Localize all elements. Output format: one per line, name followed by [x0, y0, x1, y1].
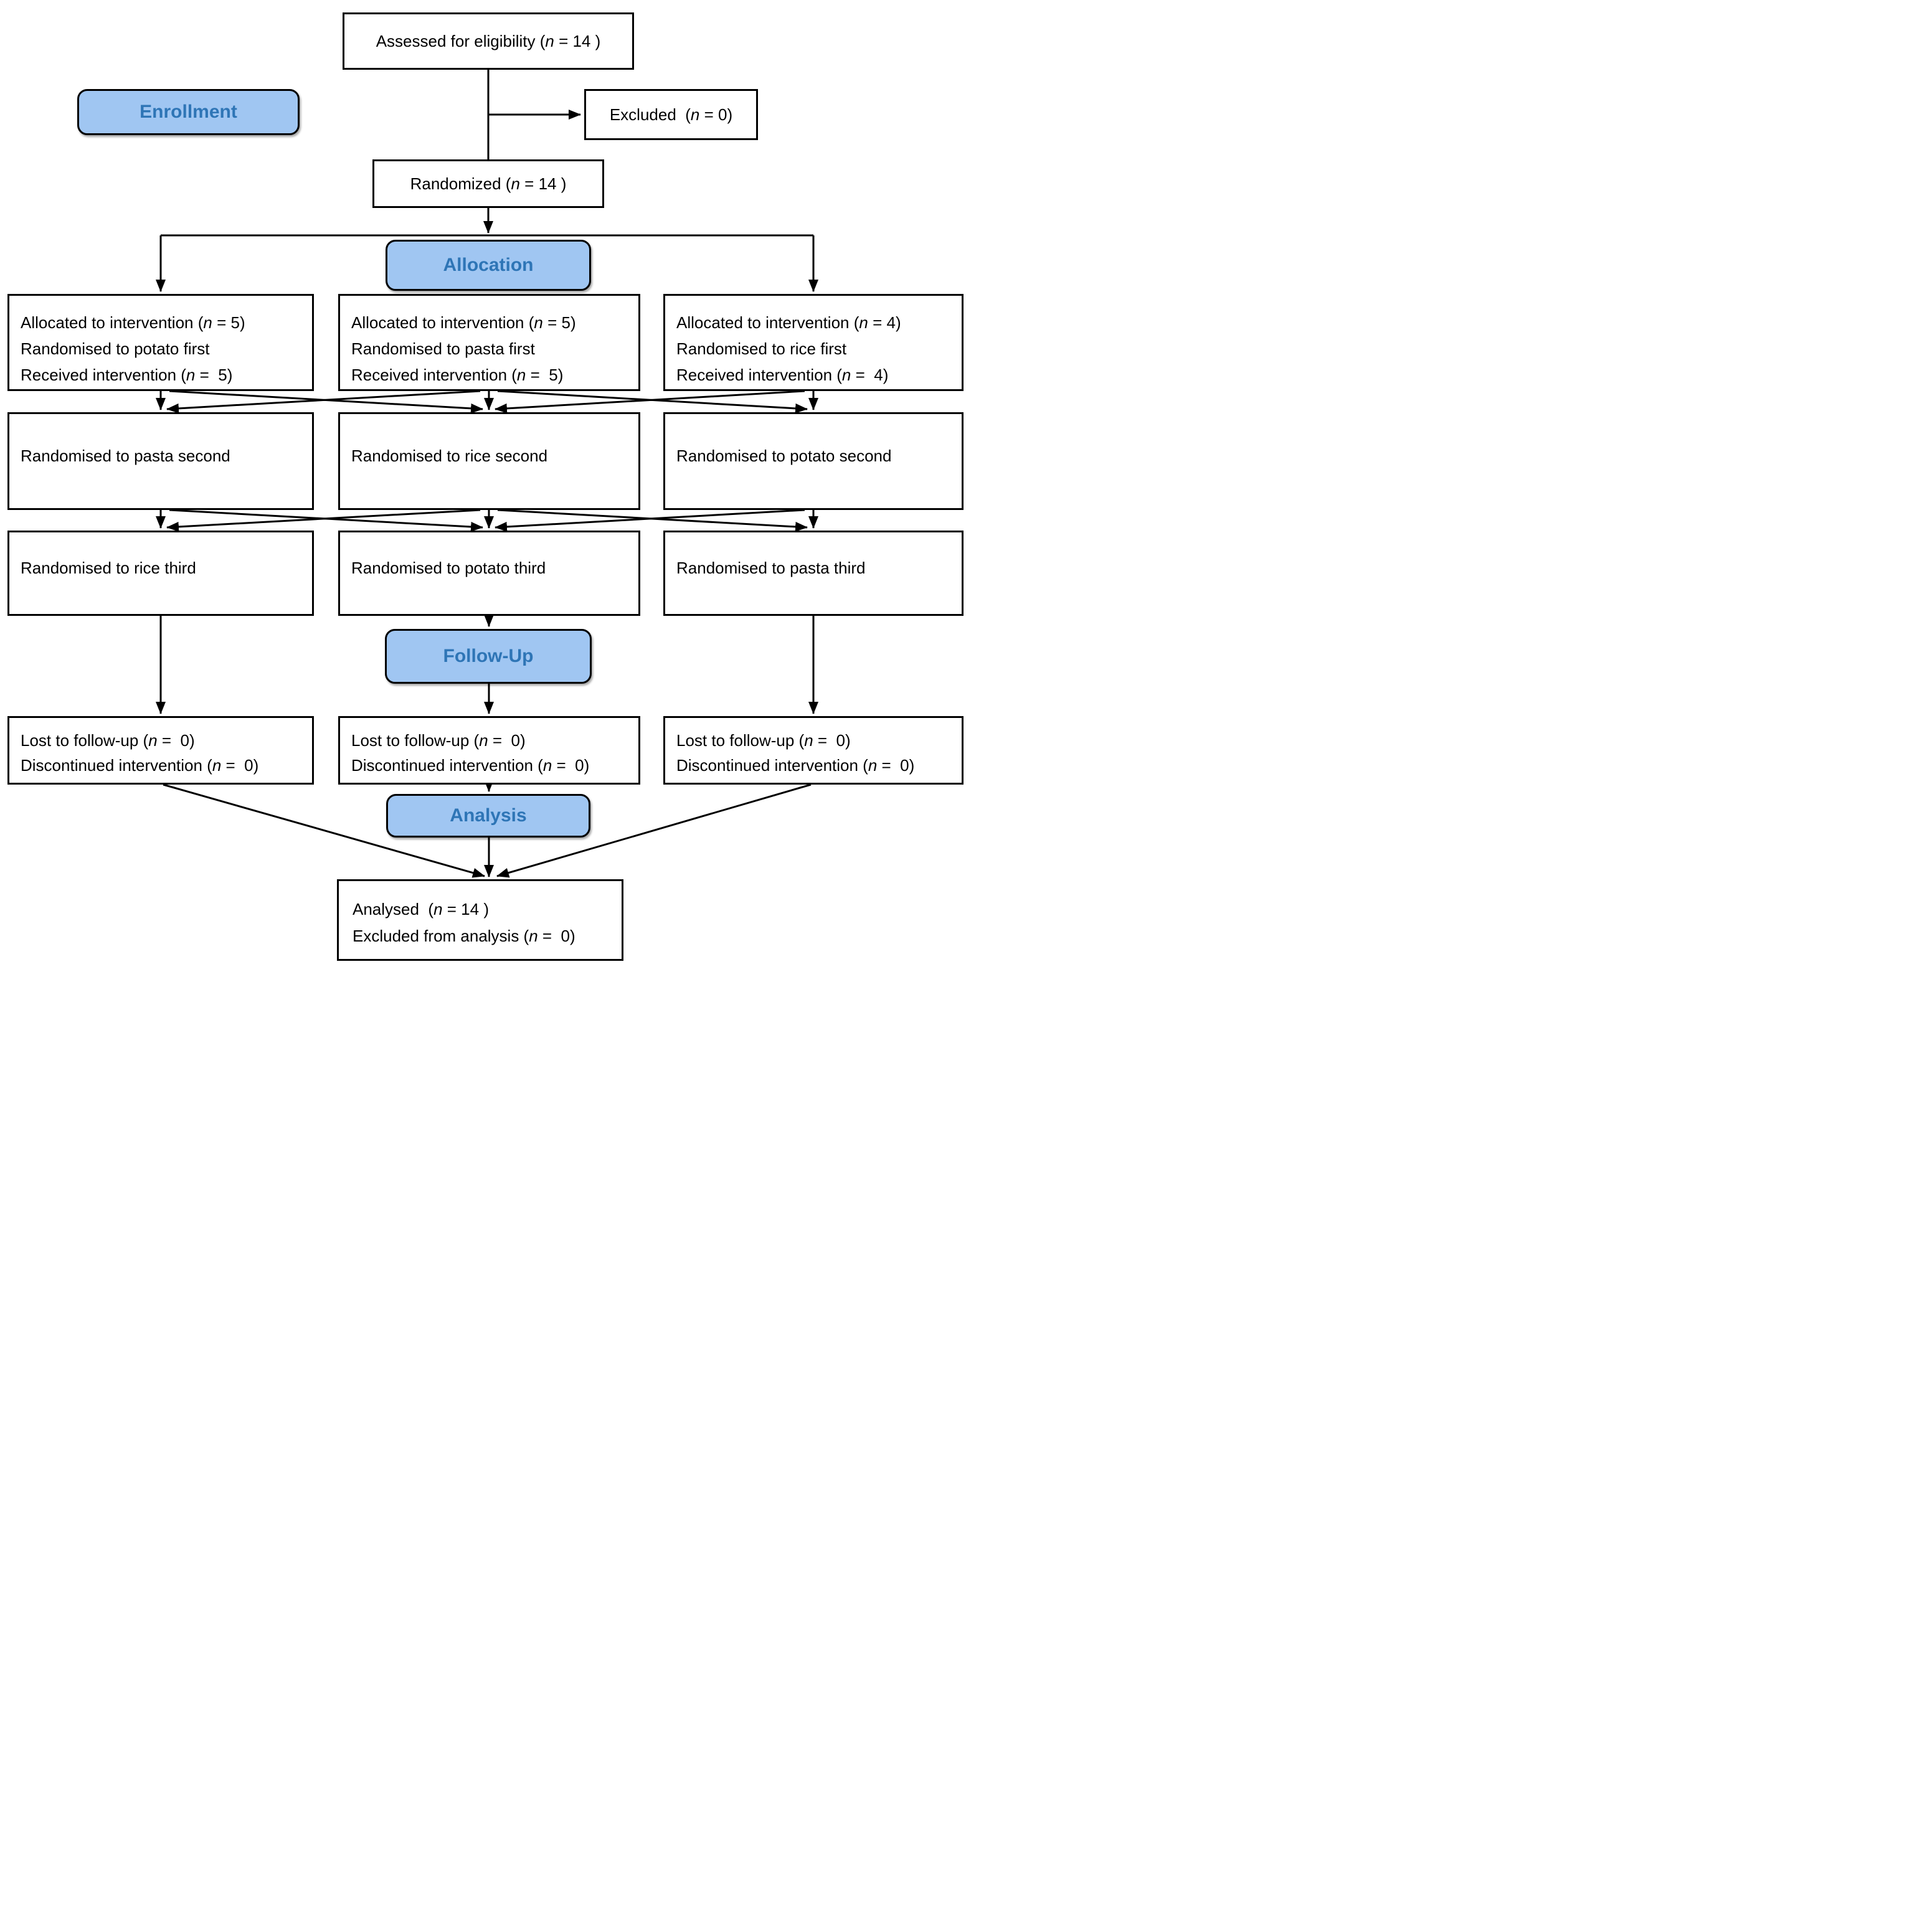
arrow-col3-to-col2-third	[495, 509, 805, 532]
assessed-for-eligibility-box: Assessed for eligibility (n = 14 )	[343, 12, 634, 70]
excluded-from-analysis-text: Excluded from analysis (n = 0)	[353, 927, 575, 945]
flow-arrows	[156, 70, 818, 878]
randomized-box: Randomized (n = 14 )	[372, 159, 604, 208]
allocation-line: Allocated to intervention (n = 4)	[676, 313, 901, 332]
third-period-box-potato: Randomised to potato third	[338, 531, 640, 616]
analysed-text: Analysed (n = 14 )	[353, 900, 489, 918]
analysis-label-text: Analysis	[450, 805, 527, 826]
followup-text: Discontinued intervention (n = 0)	[21, 756, 259, 775]
allocation-line: Randomised to potato first	[21, 339, 210, 358]
allocation-box-potato-first: Allocated to intervention (n = 5) Random…	[7, 294, 314, 391]
followup-box-col3: Lost to follow-up (n = 0) Discontinued i…	[663, 716, 964, 785]
excluded-box: Excluded (n = 0)	[584, 89, 758, 140]
allocation-line: Received intervention (n = 5)	[21, 366, 233, 384]
arrow-col1-to-final	[163, 783, 485, 878]
third-period-text: Randomised to pasta third	[676, 559, 866, 577]
allocation-box-pasta-first: Allocated to intervention (n = 5) Random…	[338, 294, 640, 391]
arrow-col3-to-col2-second	[495, 390, 805, 413]
third-period-text: Randomised to rice third	[21, 559, 196, 577]
allocation-label-text: Allocation	[443, 255, 534, 275]
followup-box-col2: Lost to follow-up (n = 0) Discontinued i…	[338, 716, 640, 785]
consort-flow-diagram: Assessed for eligibility (n = 14 ) Enrol…	[0, 0, 966, 963]
arrow-col2-to-col1-second	[166, 390, 481, 413]
assessed-text: Assessed for eligibility (n = 14 )	[376, 32, 601, 50]
arrow-col2-to-col1-third	[166, 509, 481, 532]
allocation-line: Received intervention (n = 4)	[676, 366, 889, 384]
third-period-box-rice: Randomised to rice third	[7, 531, 314, 616]
analysed-box: Analysed (n = 14 ) Excluded from analysi…	[337, 879, 623, 961]
second-period-box-potato: Randomised to potato second	[663, 412, 964, 510]
arrow-col3-to-final	[496, 783, 812, 878]
second-period-box-rice: Randomised to rice second	[338, 412, 640, 510]
allocation-line: Received intervention (n = 5)	[351, 366, 564, 384]
allocation-line: Allocated to intervention (n = 5)	[21, 313, 245, 332]
second-period-text: Randomised to pasta second	[21, 446, 230, 465]
third-period-box-pasta: Randomised to pasta third	[663, 531, 964, 616]
allocation-line: Allocated to intervention (n = 5)	[351, 313, 576, 332]
followup-box-col1: Lost to follow-up (n = 0) Discontinued i…	[7, 716, 314, 785]
randomized-text: Randomized (n = 14 )	[410, 174, 567, 193]
excluded-text: Excluded (n = 0)	[609, 105, 733, 124]
followup-text: Lost to follow-up (n = 0)	[676, 731, 851, 750]
second-period-text: Randomised to rice second	[351, 446, 548, 465]
enrollment-label-text: Enrollment	[140, 101, 237, 122]
followup-section-label: Follow-Up	[385, 629, 592, 684]
followup-label-text: Follow-Up	[443, 646, 534, 666]
analysis-section-label: Analysis	[386, 794, 590, 838]
allocation-line: Randomised to pasta first	[351, 339, 535, 358]
followup-text: Lost to follow-up (n = 0)	[21, 731, 195, 750]
followup-text: Discontinued intervention (n = 0)	[676, 756, 915, 775]
enrollment-section-label: Enrollment	[77, 89, 300, 135]
allocation-box-rice-first: Allocated to intervention (n = 4) Random…	[663, 294, 964, 391]
third-period-text: Randomised to potato third	[351, 559, 546, 577]
second-period-text: Randomised to potato second	[676, 446, 892, 465]
second-period-box-pasta: Randomised to pasta second	[7, 412, 314, 510]
allocation-line: Randomised to rice first	[676, 339, 847, 358]
allocation-section-label: Allocation	[386, 240, 591, 291]
followup-text: Discontinued intervention (n = 0)	[351, 756, 590, 775]
followup-text: Lost to follow-up (n = 0)	[351, 731, 526, 750]
